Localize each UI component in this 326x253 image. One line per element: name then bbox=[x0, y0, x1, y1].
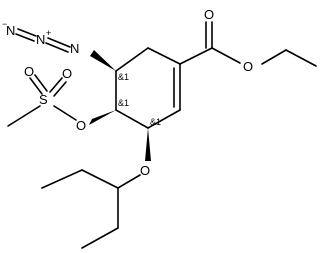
wedge-c3-oether bbox=[145, 128, 151, 161]
atom-n-bonded: N bbox=[70, 41, 79, 56]
bond-c2-c3 bbox=[147, 109, 181, 129]
bond-c5-c6 bbox=[115, 47, 149, 72]
charge-minus: − bbox=[2, 19, 7, 29]
bond-n3-n2 bbox=[47, 37, 71, 48]
charge-plus: + bbox=[46, 28, 51, 38]
atom-o-carbonyl: O bbox=[204, 7, 214, 22]
bond-ch2-ch3 bbox=[285, 49, 317, 67]
bond-n2-n1 bbox=[17, 28, 37, 37]
bond-n3-n2-double bbox=[45, 42, 69, 53]
bond-ch2a-ch3a bbox=[41, 169, 83, 189]
bond-ch2b-ch3b bbox=[81, 227, 119, 249]
stereo-label-c5: &1 bbox=[118, 72, 129, 82]
bond-s-o1 bbox=[29, 77, 43, 95]
atom-sulfur: S bbox=[39, 92, 48, 107]
bond-cester-oester bbox=[211, 47, 241, 64]
bond-s-o1-double bbox=[34, 74, 48, 92]
stereo-label-c4: &1 bbox=[118, 98, 129, 108]
bond-c1-cester bbox=[179, 47, 213, 65]
stereo-label-c3: &1 bbox=[150, 117, 161, 127]
bond-n2-n1-double bbox=[15, 33, 35, 42]
bond-c3-c4 bbox=[115, 109, 149, 129]
wedge-c5-azide bbox=[90, 50, 116, 71]
atom-o-ester: O bbox=[243, 59, 253, 74]
wedge-c4-omesylate bbox=[89, 110, 116, 125]
bond-omesylate-s bbox=[53, 105, 77, 121]
atom-n-central: N bbox=[36, 32, 45, 47]
bond-oester-ch2 bbox=[261, 49, 287, 65]
bond-oether-ch bbox=[117, 174, 141, 189]
atom-o-sulfonyl-2: O bbox=[62, 66, 72, 81]
bond-s-o2 bbox=[49, 77, 63, 93]
bond-c6-c1 bbox=[147, 47, 181, 65]
atom-o-sulfonyl-1: O bbox=[24, 64, 34, 79]
bond-ch-ch2a bbox=[81, 169, 119, 189]
atom-o-ether: O bbox=[140, 163, 150, 178]
bond-s-o2-double bbox=[53, 81, 67, 97]
bond-s-ch3 bbox=[7, 105, 41, 127]
atom-n-terminal: N bbox=[6, 23, 15, 38]
atom-o-mesylate: O bbox=[76, 118, 86, 133]
